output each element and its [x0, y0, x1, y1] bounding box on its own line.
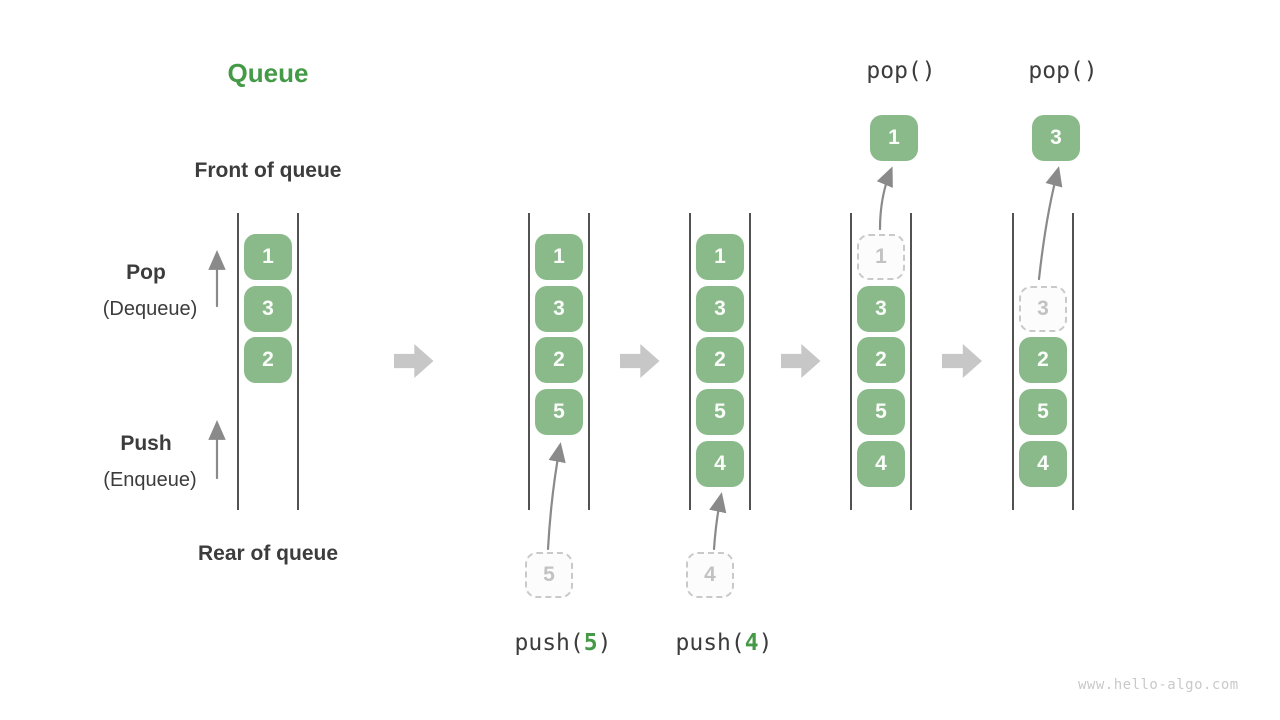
pop-label: Pop — [126, 261, 166, 284]
push-call-label: push(5) — [515, 630, 612, 656]
state-transition-arrow-icon — [393, 344, 434, 378]
queue-rail-right — [749, 213, 751, 510]
push-call-suffix: ) — [758, 630, 773, 656]
pushed-element-preview: 4 — [686, 552, 734, 598]
queue-element-solid: 1 — [244, 234, 292, 280]
queue-rail-right — [297, 213, 299, 510]
queue-element-solid: 1 — [696, 234, 744, 280]
queue-element-solid: 3 — [696, 286, 744, 332]
push-call-arg: 4 — [744, 630, 759, 656]
pushed-element-preview: 5 — [525, 552, 573, 598]
queue-element-solid: 3 — [857, 286, 905, 332]
popped-element: 3 — [1032, 115, 1080, 161]
queue-element-solid: 4 — [696, 441, 744, 487]
pop-call-label: pop() — [866, 58, 936, 84]
pop-movement-arrow-icon — [1037, 166, 1063, 281]
queue-element-solid: 5 — [1019, 389, 1067, 435]
queue-element-solid: 3 — [244, 286, 292, 332]
push-label: Push — [120, 432, 172, 455]
state-transition-arrow-icon — [780, 344, 821, 378]
queue-rail-right — [910, 213, 912, 510]
diagram-title: Queue — [227, 58, 309, 88]
queue-element-solid: 2 — [857, 337, 905, 383]
push-call-prefix: push( — [514, 630, 584, 656]
queue-rail-left — [1012, 213, 1014, 510]
queue-rail-right — [588, 213, 590, 510]
queue-element-solid: 4 — [1019, 441, 1067, 487]
push-call-label: push(4) — [676, 630, 773, 656]
queue-element-solid: 5 — [696, 389, 744, 435]
queue-element-solid: 4 — [857, 441, 905, 487]
queue-rail-left — [689, 213, 691, 510]
queue-rail-right — [1072, 213, 1074, 510]
rear-of-queue-label: Rear of queue — [197, 542, 339, 565]
front-of-queue-label: Front of queue — [194, 159, 342, 182]
queue-element-solid: 2 — [535, 337, 583, 383]
queue-rail-left — [237, 213, 239, 510]
pop-movement-arrow-icon — [876, 166, 893, 231]
queue-element-solid: 5 — [535, 389, 583, 435]
queue-element-solid: 2 — [244, 337, 292, 383]
queue-element-solid: 1 — [535, 234, 583, 280]
queue-element-dashed: 1 — [857, 234, 905, 280]
queue-element-dashed: 3 — [1019, 286, 1067, 332]
watermark: www.hello-algo.com — [1078, 677, 1239, 693]
queue-element-solid: 5 — [857, 389, 905, 435]
queue-element-solid: 2 — [696, 337, 744, 383]
state-transition-arrow-icon — [619, 344, 660, 378]
queue-rail-left — [850, 213, 852, 510]
push-call-prefix: push( — [675, 630, 745, 656]
push-call-suffix: ) — [597, 630, 612, 656]
enqueue-label: (Enqueue) — [103, 469, 197, 491]
state-transition-arrow-icon — [942, 344, 982, 378]
dequeue-label: (Dequeue) — [102, 298, 198, 320]
push-call-arg: 5 — [583, 630, 598, 656]
push-movement-arrow-icon — [546, 442, 566, 551]
pop-call-label: pop() — [1028, 58, 1098, 84]
queue-element-solid: 3 — [535, 286, 583, 332]
popped-element: 1 — [870, 115, 918, 161]
queue-element-solid: 2 — [1019, 337, 1067, 383]
queue-rail-left — [528, 213, 530, 510]
push-movement-arrow-icon — [709, 492, 727, 551]
